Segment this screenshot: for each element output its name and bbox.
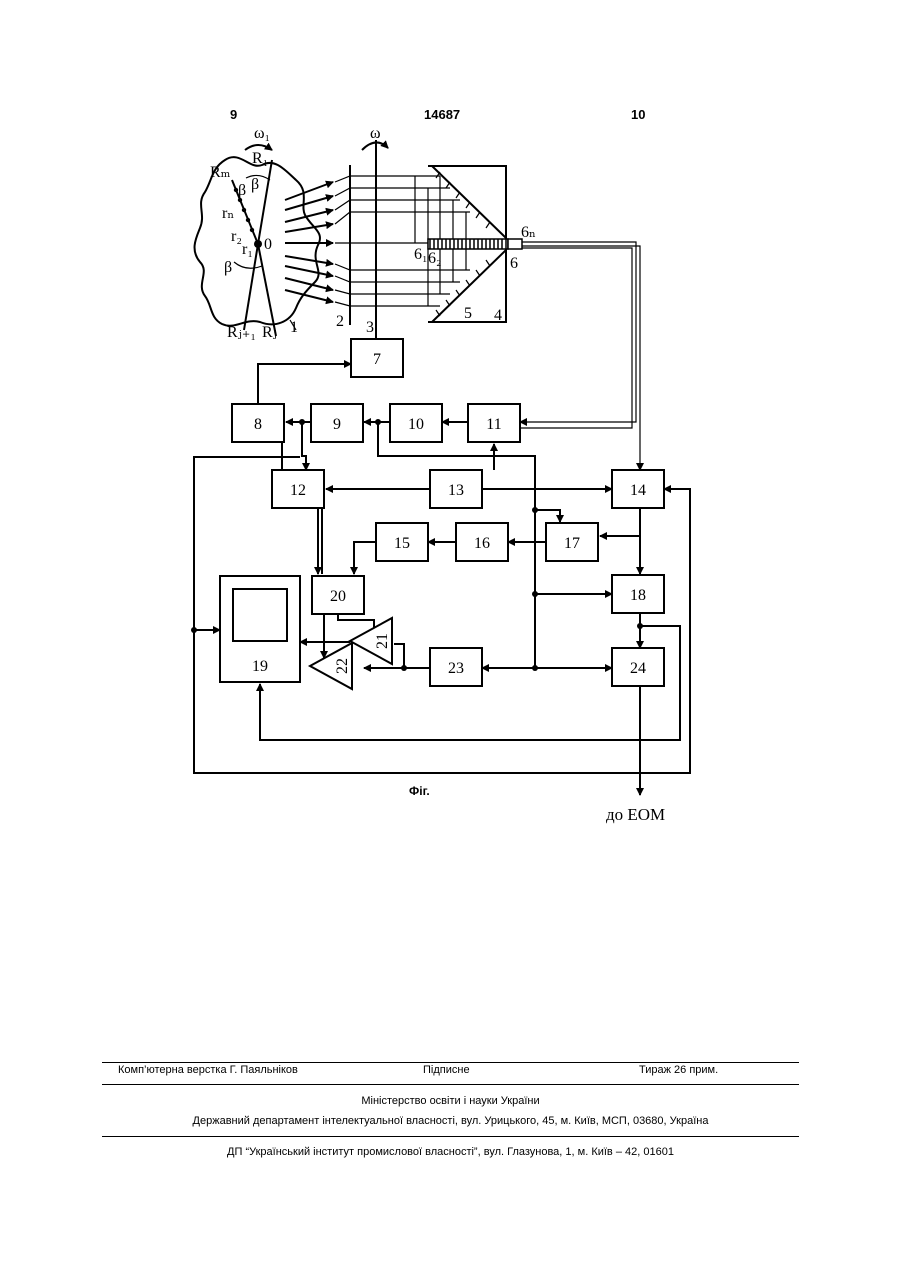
block-18: 18 <box>612 575 664 613</box>
label-Rm: Rₘ <box>210 164 231 181</box>
label-zero: 0 <box>264 236 272 253</box>
svg-text:22: 22 <box>334 658 351 674</box>
part-label-6: 6 <box>510 255 518 272</box>
label-r1: r₁ <box>242 241 253 258</box>
department-line: Державний департамент інтелектуальної вл… <box>0 1115 901 1127</box>
part-label-1: 1 <box>290 319 298 336</box>
ministry-line: Міністерство освіти і науки України <box>0 1095 901 1107</box>
part-label-5: 5 <box>464 305 472 322</box>
svg-text:18: 18 <box>630 587 646 604</box>
footer-rule-top <box>102 1062 799 1063</box>
svg-text:17: 17 <box>564 535 580 552</box>
block-17: 17 <box>546 523 598 561</box>
svg-text:19: 19 <box>252 658 268 675</box>
block-24: 24 <box>612 648 664 686</box>
block-19-display: 19 <box>220 576 300 682</box>
block-9: 9 <box>311 404 363 442</box>
svg-text:11: 11 <box>486 416 501 433</box>
svg-text:10: 10 <box>408 416 424 433</box>
photodetector-array-6 <box>428 239 508 249</box>
svg-text:21: 21 <box>374 633 391 649</box>
part-label-3: 3 <box>366 319 374 336</box>
output-label: до ЕОМ <box>606 805 665 825</box>
block-7: 7 <box>351 339 403 377</box>
svg-text:15: 15 <box>394 535 410 552</box>
svg-text:23: 23 <box>448 660 464 677</box>
footer-rule-middle <box>102 1084 799 1085</box>
svg-text:14: 14 <box>630 482 646 499</box>
label-6-2: 6₂ <box>428 250 442 267</box>
block-20: 20 <box>312 576 364 614</box>
svg-text:13: 13 <box>448 482 464 499</box>
institute-line: ДП “Український інститут промислової вла… <box>0 1146 901 1158</box>
footer-rule-bottom <box>102 1136 799 1137</box>
svg-text:16: 16 <box>474 535 490 552</box>
figure-caption: Фіг. <box>409 784 430 798</box>
block-22-amplifier: 22 <box>310 643 352 689</box>
signed-note: Підписне <box>423 1064 470 1076</box>
svg-text:7: 7 <box>373 351 381 368</box>
block-23: 23 <box>430 648 482 686</box>
block-16: 16 <box>456 523 508 561</box>
light-rays <box>285 182 333 302</box>
part-label-4: 4 <box>494 307 502 324</box>
center-point <box>254 240 262 248</box>
block-14: 14 <box>612 470 664 508</box>
label-beta-2: β <box>251 176 259 193</box>
label-rn: rₙ <box>222 205 234 222</box>
label-beta-3: β <box>224 259 232 276</box>
block-15: 15 <box>376 523 428 561</box>
svg-text:24: 24 <box>630 660 646 677</box>
part-label-2: 2 <box>336 313 344 330</box>
label-Rj: Rⱼ <box>262 324 277 341</box>
label-omega: ω <box>370 125 381 142</box>
circulation-note: Тираж 26 прим. <box>639 1064 718 1076</box>
label-R1: R₁ <box>252 150 268 167</box>
typesetting-credit: Комп’ютерна верстка Г. Паяльніков <box>118 1064 298 1076</box>
svg-text:9: 9 <box>333 416 341 433</box>
block-21-amplifier: 21 <box>350 618 392 664</box>
block-10: 10 <box>390 404 442 442</box>
label-6-n: 6ₙ <box>521 224 536 241</box>
label-6-1: 6₁ <box>414 246 428 263</box>
block-11: 11 <box>468 404 520 442</box>
block-8: 8 <box>232 404 284 442</box>
mirror-upper <box>432 166 506 238</box>
label-omega1: ω₁ <box>254 125 270 142</box>
block-13: 13 <box>430 470 482 508</box>
label-Rj1: Rⱼ₊₁ <box>227 324 256 341</box>
block-12: 12 <box>272 470 324 508</box>
svg-text:20: 20 <box>330 588 346 605</box>
label-r2: r₂ <box>231 228 242 245</box>
svg-text:8: 8 <box>254 416 262 433</box>
svg-text:12: 12 <box>290 482 306 499</box>
label-beta-1: β <box>238 182 246 199</box>
radius-line-r1 <box>258 160 272 244</box>
